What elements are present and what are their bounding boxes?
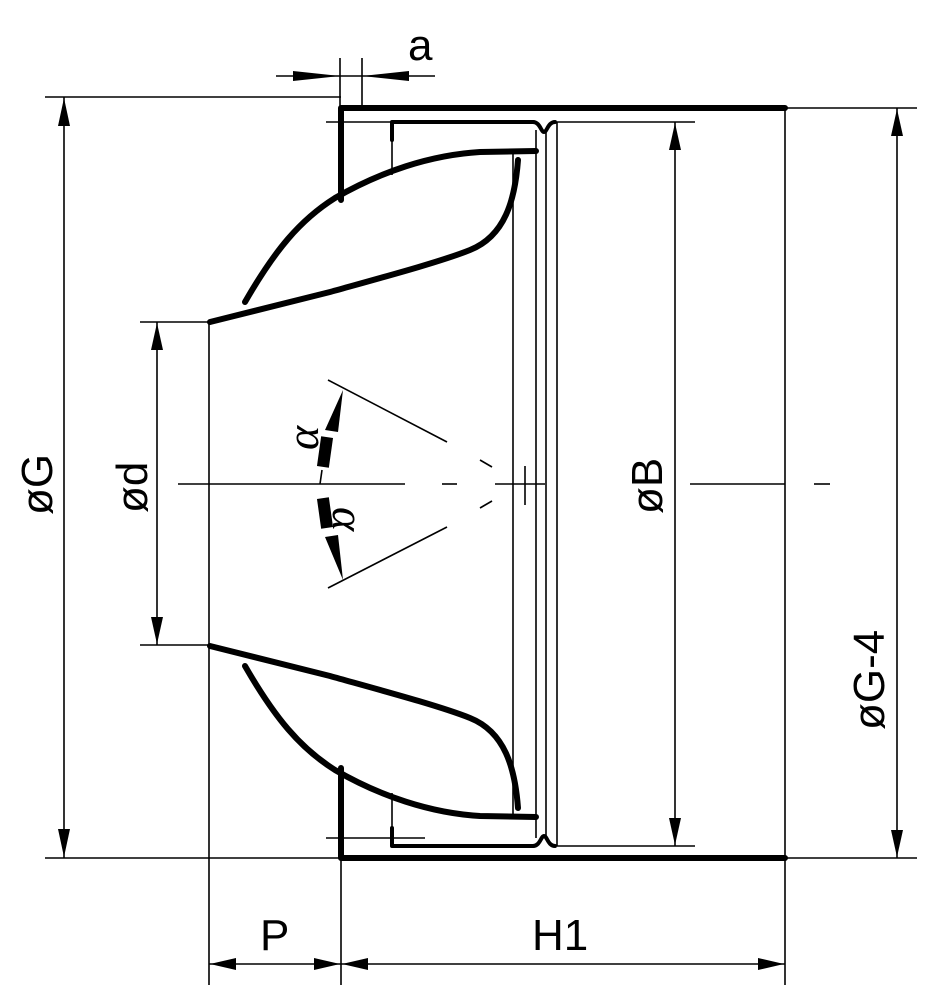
inlet-cone (207, 148, 539, 985)
label-G: øG (13, 454, 62, 515)
alpha-arrow-down (325, 535, 343, 580)
dimension-G-minus-4: øG-4 (785, 107, 917, 859)
angle-alpha-construction (316, 379, 493, 589)
label-H1: H1 (532, 911, 588, 960)
label-a: a (408, 21, 433, 70)
centerline (178, 466, 830, 505)
label-d: ød (108, 462, 157, 513)
label-G-minus-4: øG-4 (845, 630, 894, 730)
dimension-P: P (209, 858, 342, 985)
label-alpha-bottom: α (323, 507, 374, 532)
housing-outline (326, 105, 788, 985)
label-P: P (260, 911, 289, 960)
label-B: øB (623, 458, 672, 514)
dimension-a: a (276, 21, 435, 108)
dimension-H1: H1 (341, 911, 785, 970)
dimension-d: ød (108, 321, 210, 646)
label-alpha-top: α (277, 425, 328, 450)
dimension-B: øB (557, 121, 695, 847)
dimension-G: øG (13, 96, 341, 859)
alpha-arrow-up (325, 390, 343, 432)
